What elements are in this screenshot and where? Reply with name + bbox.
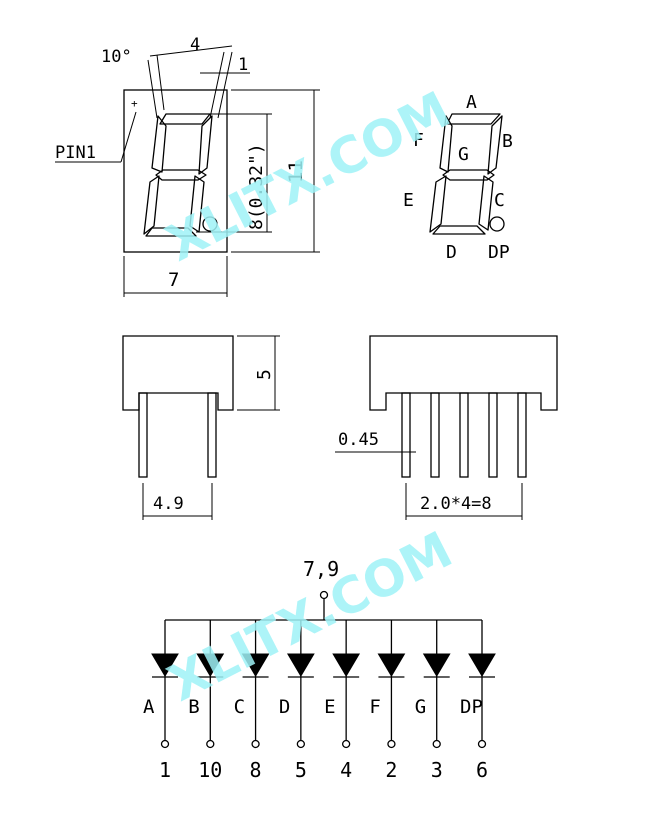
segment-label-g: G — [415, 696, 426, 718]
segment-label-e: E — [324, 696, 335, 718]
pin-number-b: 10 — [198, 758, 222, 782]
pin-number-e: 4 — [340, 758, 352, 782]
pin-number-f: 2 — [385, 758, 397, 782]
side-view: 5 4.9 — [122, 335, 280, 520]
led-diode-d — [286, 653, 315, 677]
common-pins-label: 7,9 — [303, 557, 339, 581]
bottom-pin-4 — [488, 392, 498, 478]
map-label-g: G — [458, 144, 469, 165]
led-diode-a — [151, 653, 179, 677]
front-view: + PIN1 10° 4 1 7 11 8(0.32") — [55, 35, 320, 297]
pin-number-c: 8 — [250, 758, 262, 782]
map-segment-e — [429, 175, 447, 233]
pin-number-d: 5 — [295, 758, 307, 782]
height-label: 11 — [285, 160, 307, 183]
map-label-a: A — [466, 92, 477, 113]
map-label-b: B — [502, 131, 513, 152]
map-segment-g — [442, 169, 495, 181]
map-segment-f — [439, 115, 453, 173]
angle-label: 10° — [101, 47, 132, 67]
pin-terminal-d — [296, 739, 306, 749]
segment-f-outline — [151, 115, 167, 173]
pin-diameter-label: 0.45 — [338, 430, 379, 450]
pin-terminal-a — [160, 739, 170, 749]
pin-terminal-b — [206, 739, 215, 749]
led-diode-c — [241, 653, 270, 677]
map-segment-a — [446, 113, 501, 125]
map-segment-b — [487, 115, 503, 175]
segment-e-outline — [143, 175, 160, 235]
slant-extension-right2 — [217, 51, 233, 119]
map-label-d: D — [446, 242, 457, 263]
bottom-pin-1 — [401, 392, 411, 478]
segment-label-b: B — [188, 696, 199, 718]
side-height-label: 5 — [254, 369, 275, 380]
map-label-dp: DP — [488, 242, 510, 263]
pin-terminal-dp — [477, 739, 487, 749]
side-pin-right — [207, 392, 217, 478]
map-label-f: F — [413, 130, 424, 151]
segment-b-outline — [198, 115, 213, 175]
led-diode-e — [332, 653, 361, 677]
watermark-bottom: XLITX.COM — [159, 520, 461, 712]
segment-label-a: A — [143, 696, 155, 718]
map-segment-d — [432, 225, 486, 235]
decimal-point-outline — [202, 216, 218, 232]
map-segment-c — [478, 175, 494, 231]
map-label-c: C — [494, 190, 505, 211]
segment-label-dp: DP — [460, 696, 483, 718]
digit-width-label: 4 — [190, 35, 200, 55]
bottom-pin-3 — [459, 392, 469, 478]
led-diode-dp — [468, 653, 496, 677]
bottom-pin-5 — [517, 392, 527, 478]
slant-extension-left — [147, 59, 158, 119]
segment-label-f: F — [369, 696, 380, 718]
display-body-outline — [123, 89, 228, 253]
segment-label-c: C — [234, 696, 245, 718]
pin-terminal-g — [432, 739, 441, 749]
digit-height-label: 8(0.32") — [246, 143, 267, 230]
pin1-leader-diagonal — [120, 111, 137, 163]
segment-g-outline — [155, 169, 207, 181]
pin-number-dp: 6 — [476, 758, 488, 782]
segment-map: A B C D E F G DP — [403, 92, 513, 263]
digit-width-dimension-line — [149, 45, 233, 57]
side-body-outline — [122, 335, 234, 411]
map-label-e: E — [403, 190, 414, 211]
pin-number-a: 1 — [159, 758, 171, 782]
pin-terminal-c — [251, 739, 260, 749]
segment-d-outline — [145, 227, 197, 237]
led-diode-b — [196, 653, 225, 677]
slant-extension-right — [209, 51, 225, 119]
segment-label-d: D — [279, 696, 290, 718]
led-diode-g — [422, 653, 451, 677]
plus-mark: + — [131, 97, 138, 110]
led-diode-f — [377, 653, 406, 677]
circuit-diagram: 7,9 A 1 B 10 C 8 D 5 E 4 F 2 G 3 DP 6 — [143, 557, 496, 782]
segment-c-outline — [189, 175, 205, 233]
common-terminal — [319, 590, 329, 600]
segment-a-outline — [159, 113, 211, 125]
pin1-label: PIN1 — [55, 143, 96, 163]
pin-pitch-label: 2.0*4=8 — [420, 494, 492, 514]
pin-terminal-f — [387, 739, 396, 749]
map-decimal-point — [489, 216, 505, 232]
segment-width-label: 1 — [238, 55, 248, 75]
width-label: 7 — [168, 269, 179, 291]
digit-outline — [143, 113, 218, 237]
side-pin-left — [138, 392, 148, 478]
pin-number-g: 3 — [431, 758, 443, 782]
pin-terminal-e — [341, 739, 351, 749]
bottom-pin-2 — [430, 392, 440, 478]
bottom-body-outline — [369, 335, 558, 411]
pin-row-spacing-label: 4.9 — [153, 494, 184, 514]
bottom-view: 0.45 2.0*4=8 — [335, 335, 558, 520]
slant-extension-inner — [156, 54, 165, 111]
